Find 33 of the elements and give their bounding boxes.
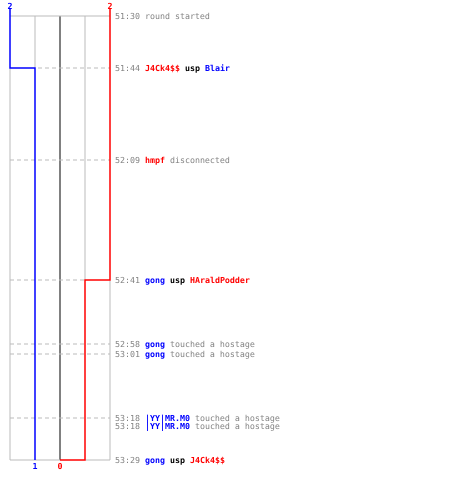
weapon-name: usp	[170, 275, 185, 285]
timestamp: 52:09	[115, 155, 140, 165]
timestamp: 51:30	[115, 11, 140, 21]
player-name: gong	[144, 455, 165, 465]
timestamp: 52:41	[115, 275, 140, 285]
team-count: 2	[8, 2, 12, 11]
player-name: |YY|MR.M0	[144, 421, 190, 431]
timestamp: 52:58	[115, 339, 140, 349]
timestamp: 53:18	[115, 421, 140, 431]
timestamp: 53:01	[115, 349, 140, 359]
event-text: round started	[144, 11, 210, 21]
player-name: gong	[144, 275, 165, 285]
player-name: gong	[144, 339, 165, 349]
timestamp: 53:29	[115, 455, 140, 465]
event-text: touched a hostage	[170, 339, 255, 349]
event-text: disconnected	[170, 155, 230, 165]
event-text: touched a hostage	[194, 413, 280, 423]
timestamp: 51:44	[115, 63, 140, 73]
player-name: gong	[144, 349, 165, 359]
player-name: Blair	[204, 63, 230, 73]
player-name: J4Ck4$$	[144, 63, 180, 73]
player-name: HAraldPodder	[190, 275, 250, 285]
player-name: J4Ck4$$	[190, 455, 225, 465]
event-text: touched a hostage	[194, 421, 280, 431]
team-count: 1	[32, 462, 38, 471]
event-text: touched a hostage	[170, 349, 255, 359]
team-count: 2	[108, 2, 112, 11]
weapon-name: usp	[170, 455, 185, 465]
team-count: 0	[58, 462, 62, 471]
weapon-name: usp	[184, 63, 200, 73]
timestamp: 53:18	[115, 413, 140, 423]
player-name: |YY|MR.M0	[144, 413, 190, 423]
player-name: hmpf	[144, 155, 165, 165]
